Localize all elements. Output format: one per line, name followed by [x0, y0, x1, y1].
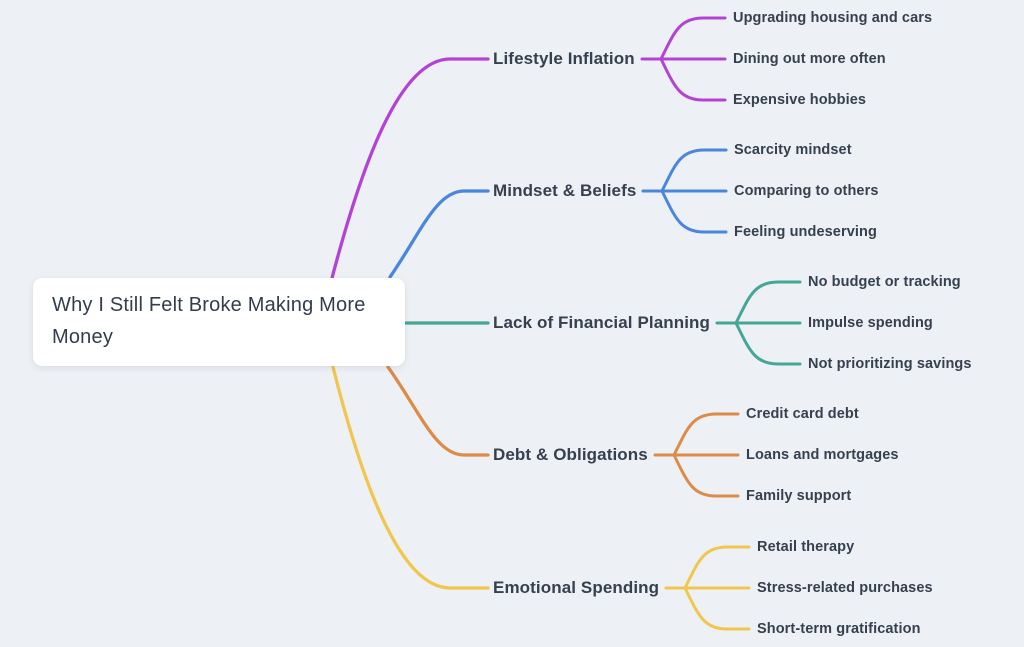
child-node[interactable]: Short-term gratification [757, 621, 921, 637]
child-node[interactable]: Family support [746, 488, 852, 504]
mindmap-edge [386, 365, 490, 457]
child-node[interactable]: Feeling undeserving [734, 224, 877, 240]
child-node[interactable]: Loans and mortgages [746, 447, 899, 463]
mindmap-edge [660, 148, 728, 193]
child-node[interactable]: Scarcity mindset [734, 142, 852, 158]
branch-node[interactable]: Lifestyle Inflation [493, 49, 635, 68]
mindmap-edge [388, 189, 490, 279]
mindmap-edge [660, 189, 728, 234]
mindmap-edge [683, 545, 751, 590]
child-node[interactable]: Credit card debt [746, 406, 859, 422]
child-node[interactable]: Dining out more often [733, 51, 886, 67]
root-node[interactable]: Why I Still Felt Broke Making More Money [33, 278, 405, 366]
child-node[interactable]: No budget or tracking [808, 274, 961, 290]
child-node[interactable]: Impulse spending [808, 315, 933, 331]
branch-node[interactable]: Debt & Obligations [493, 445, 648, 464]
child-node[interactable]: Stress-related purchases [757, 580, 933, 596]
branch-node[interactable]: Emotional Spending [493, 578, 660, 597]
branch-node[interactable]: Mindset & Beliefs [493, 181, 637, 200]
branch-node[interactable]: Lack of Financial Planning [493, 313, 711, 332]
child-node[interactable]: Comparing to others [734, 183, 879, 199]
child-node[interactable]: Not prioritizing savings [808, 356, 972, 372]
root-node-label: Why I Still Felt Broke Making More Money [52, 294, 366, 348]
child-node[interactable]: Upgrading housing and cars [733, 10, 933, 26]
mindmap-edge [672, 412, 740, 457]
mindmap-edge [734, 280, 802, 325]
mindmap-edge [659, 57, 727, 102]
child-node[interactable]: Retail therapy [757, 539, 855, 555]
mindmap-edge [672, 453, 740, 498]
mindmap-edge [734, 321, 802, 366]
child-node[interactable]: Expensive hobbies [733, 92, 867, 108]
mindmap-edge [683, 586, 751, 631]
mindmap-edge [330, 57, 490, 280]
mindmap-edge [659, 16, 727, 61]
mindmap-edge [331, 365, 490, 590]
